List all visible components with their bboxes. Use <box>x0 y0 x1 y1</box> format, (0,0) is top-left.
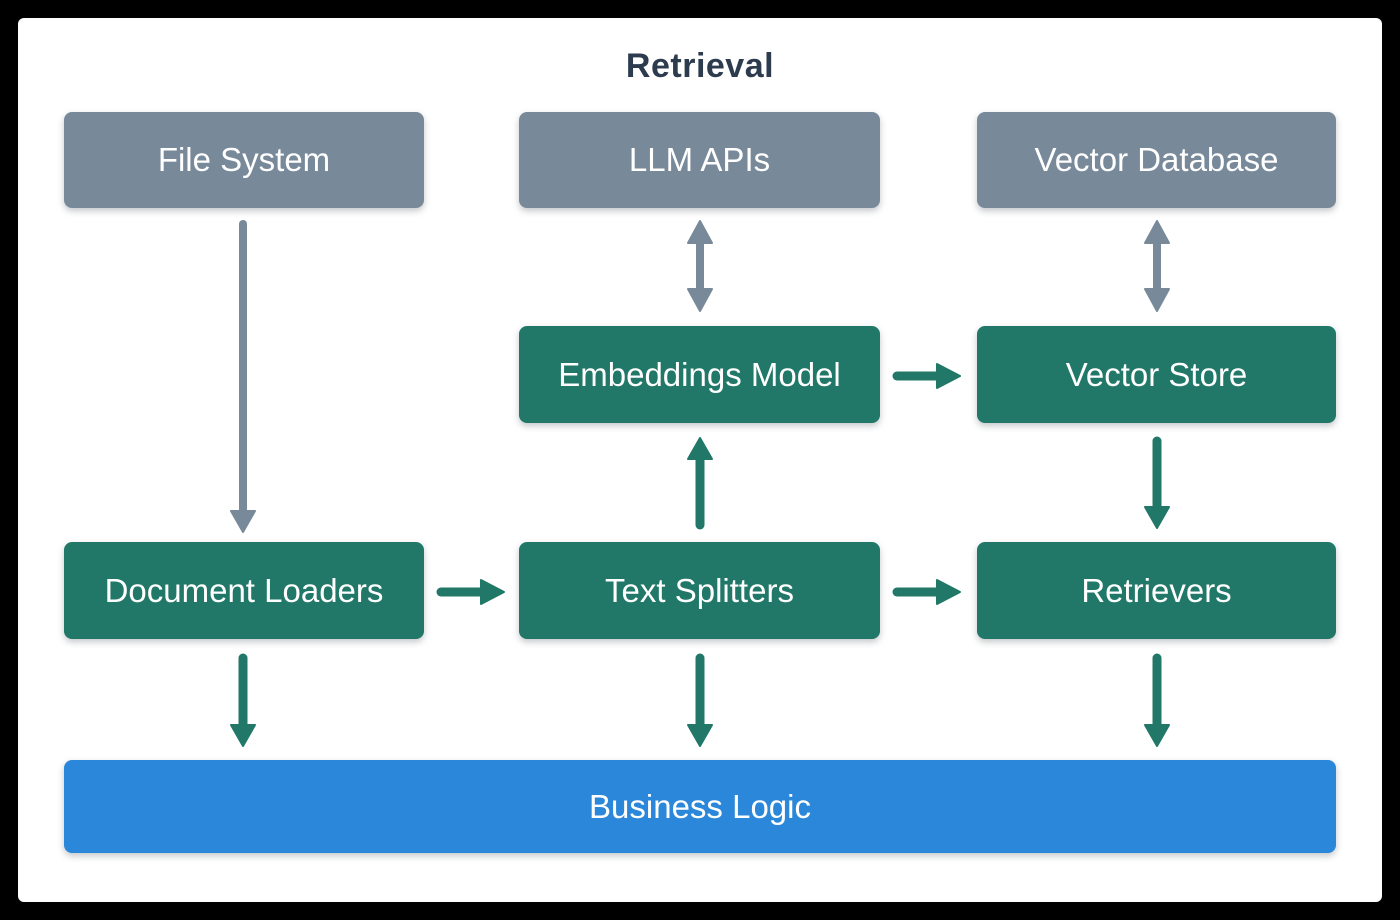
node-business-logic-label: Business Logic <box>589 787 811 825</box>
arrow-embeddings-model-to-vector-store-icon <box>892 362 962 390</box>
node-text-splitters-label: Text Splitters <box>605 571 794 609</box>
node-vector-store: Vector Store <box>977 326 1336 423</box>
node-retrievers: Retrievers <box>977 542 1336 639</box>
arrow-document-loaders-to-text-splitters-icon <box>436 578 506 606</box>
arrow-text-splitters-to-embeddings-model-icon <box>686 436 714 530</box>
node-vector-database-label: Vector Database <box>1034 141 1279 178</box>
diagram-title: Retrieval <box>625 47 775 85</box>
arrow-llm-apis-embeddings-model-bidirectional-icon <box>686 218 714 314</box>
arrow-text-splitters-to-retrievers-icon <box>892 578 962 606</box>
node-business-logic: Business Logic <box>64 760 1336 853</box>
node-llm-apis-label: LLM APIs <box>628 141 771 178</box>
node-file-system: File System <box>64 112 424 208</box>
node-document-loaders-label: Document Loaders <box>104 571 384 609</box>
node-file-system-label: File System <box>157 141 331 178</box>
arrow-vector-store-to-retrievers-icon <box>1143 436 1171 530</box>
arrow-retrievers-to-business-logic-icon <box>1143 652 1171 748</box>
arrow-file-system-to-document-loaders-icon <box>229 218 257 534</box>
node-vector-store-label: Vector Store <box>1065 355 1248 393</box>
node-embeddings-model: Embeddings Model <box>519 326 880 423</box>
arrow-text-splitters-to-business-logic-icon <box>686 652 714 748</box>
node-embeddings-model-label: Embeddings Model <box>558 355 841 393</box>
node-retrievers-label: Retrievers <box>1081 571 1232 609</box>
arrow-vector-database-vector-store-bidirectional-icon <box>1143 218 1171 314</box>
node-text-splitters: Text Splitters <box>519 542 880 639</box>
node-document-loaders: Document Loaders <box>64 542 424 639</box>
arrow-document-loaders-to-business-logic-icon <box>229 652 257 748</box>
node-vector-database: Vector Database <box>977 112 1336 208</box>
node-llm-apis: LLM APIs <box>519 112 880 208</box>
